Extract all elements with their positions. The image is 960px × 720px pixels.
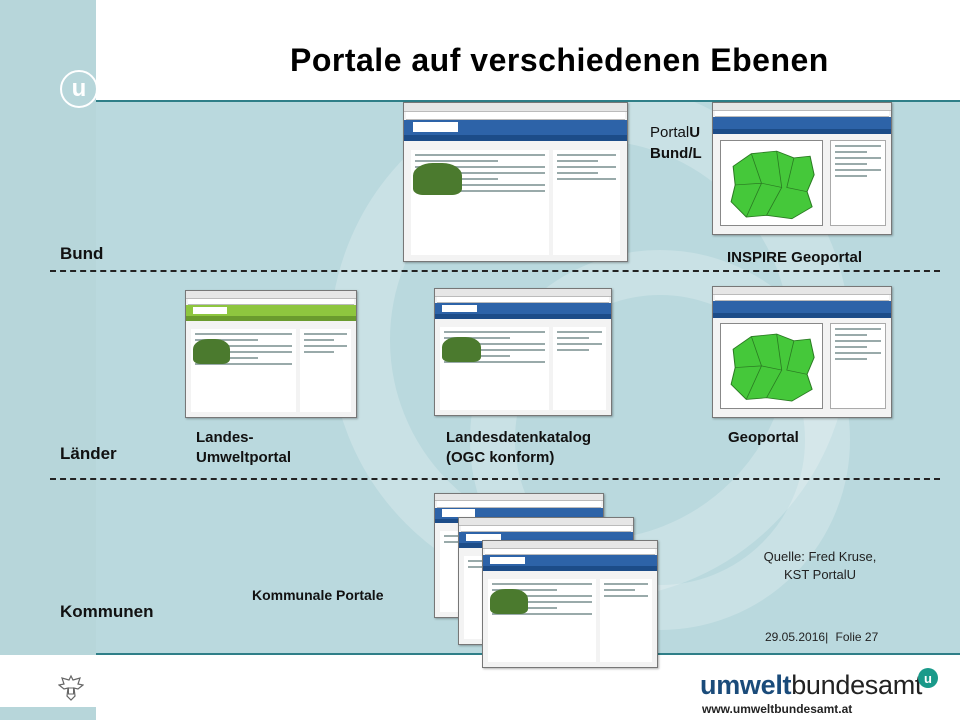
level-bund: Bund <box>60 244 104 263</box>
green-map-icon <box>730 334 815 402</box>
band-top-line <box>0 100 960 102</box>
left-sidebar <box>0 0 96 720</box>
divider-laender <box>50 478 940 480</box>
footer-date: 29.05.2016 <box>765 630 826 644</box>
slide-footer: 29.05.2016| Folie 27 <box>765 630 879 644</box>
brand-u-icon: u <box>918 668 938 688</box>
source-note: Quelle: Fred Kruse,KST PortalU <box>763 549 877 583</box>
footer-page-number: 27 <box>864 630 879 644</box>
footer-folie-label: Folie <box>835 630 862 644</box>
brand-wordmark: umweltbundesamt <box>700 670 923 700</box>
kommunal-screenshot-3 <box>482 540 658 668</box>
left-sidebar-gap <box>0 655 96 707</box>
divider-bund <box>50 270 940 272</box>
katalog-caption: Landesdatenkatalog(OGC konform) <box>446 429 592 467</box>
portalu-caption: PortalU Bund/L <box>650 124 702 162</box>
austrian-eagle-icon <box>58 674 84 701</box>
level-kommunen: Kommunen <box>60 602 154 621</box>
inspire-geoportal-screenshot <box>712 102 892 235</box>
landesdatenkatalog-screenshot <box>434 288 612 416</box>
band-bottom-line <box>0 653 960 655</box>
kommunal-caption: Kommunale Portale <box>252 587 384 603</box>
geoportal-screenshot <box>712 286 892 418</box>
landes-caption: Landes-Umweltportal <box>196 429 292 467</box>
geoportal-caption: Geoportal <box>728 429 799 446</box>
level-laender: Länder <box>60 444 117 463</box>
green-map-icon <box>730 150 815 219</box>
left-sidebar-foot <box>52 707 96 720</box>
slide-title: Portale auf verschiedenen Ebenen <box>290 42 829 78</box>
portalu-bund-screenshot <box>403 102 628 262</box>
inspire-caption: INSPIRE Geoportal <box>727 249 863 266</box>
brand-url: www.umweltbundesamt.at <box>702 702 853 716</box>
landes-umweltportal-screenshot <box>185 290 357 418</box>
umweltbundesamt-logo-icon: u <box>60 70 98 108</box>
